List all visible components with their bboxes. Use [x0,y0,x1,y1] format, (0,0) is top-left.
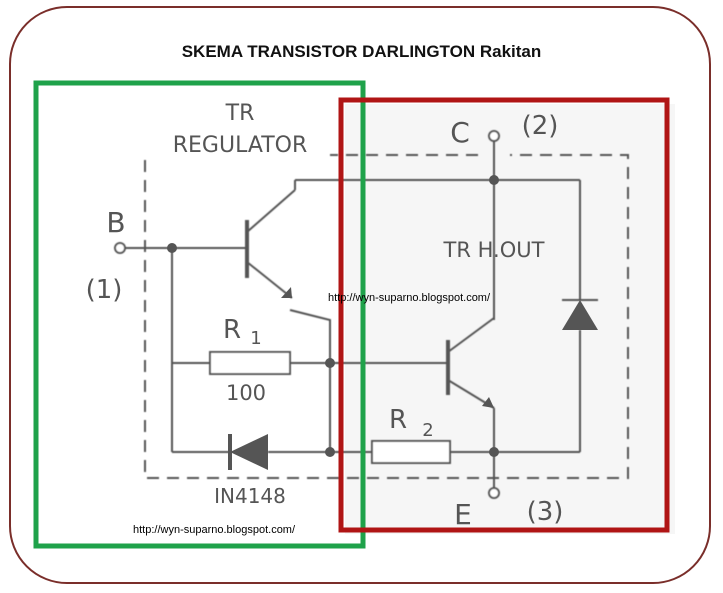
middle-vertical-wire [289,309,331,452]
pin-b-number: (1) [86,275,123,305]
junction-dot [325,358,335,368]
r2-subscript: 2 [422,420,433,441]
tr-regulator-label-2: REGULATOR [173,133,307,158]
pin-c-label: C [450,116,470,149]
diagram-title: SKEMA TRANSISTOR DARLINGTON Rakitan [181,42,542,61]
tr-regulator-emitter [246,261,293,299]
red-highlight-box [338,97,670,533]
r1-resistor [209,351,291,375]
shadow-panel [345,104,675,534]
junction-dot [489,447,499,457]
tr-hout-label: TR H.OUT [443,238,545,262]
tr-hout-arrow [482,397,494,408]
green-highlight-box [33,80,366,549]
watermark-url-bottom: http://wyn-suparno.blogspot.com/ [133,524,296,536]
pin-e-terminal [488,487,500,499]
tr-hout-collector [447,317,495,353]
in4148-diode-bar [228,434,232,470]
r2-label: R [389,405,407,435]
pin-b-label: B [106,206,125,239]
r1-value: 100 [226,381,266,405]
tr-regulator-arrow [281,287,292,298]
junction-dot [167,243,177,253]
tr-regulator-collector [246,189,296,233]
pin-b-terminal [114,242,126,254]
tr-regulator-label-1: TR [225,101,255,126]
in4148-diode [230,434,268,470]
r1-subscript: 1 [250,328,261,349]
pin-e-number: (3) [527,497,564,527]
junction-dot [325,447,335,457]
r2-resistor [371,440,451,464]
diode-label: IN4148 [214,484,286,508]
pin-c-number: (2) [522,111,559,141]
watermark-url-center: http://wyn-suparno.blogspot.com/ [328,292,491,304]
dashed-enclosure [144,154,629,479]
damper-diode [562,300,598,330]
r1-label: R [223,315,241,345]
pin-e-label: E [454,498,472,531]
pin-c-terminal [488,130,500,142]
junction-dot [489,175,499,185]
